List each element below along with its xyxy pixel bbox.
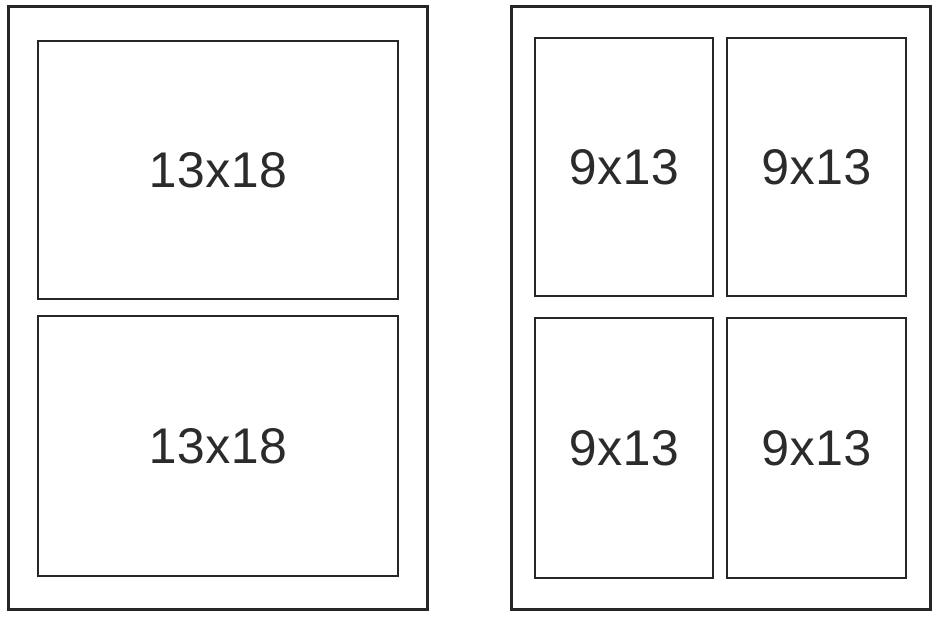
frame-outline-two-openings: 13x18 13x18 [7,5,429,611]
opening-size-label: 9x13 [568,420,680,476]
opening-size-label: 13x18 [148,142,288,198]
opening-size-label: 9x13 [568,139,680,195]
opening-size-label: 13x18 [148,418,288,474]
opening-9x13-top-right: 9x13 [726,37,907,297]
opening-9x13-top-left: 9x13 [534,37,714,297]
frame-outline-four-openings: 9x13 9x13 9x13 9x13 [510,5,932,611]
opening-size-label: 9x13 [761,420,872,476]
opening-9x13-bottom-right: 9x13 [726,317,907,579]
opening-size-label: 9x13 [761,139,872,195]
opening-13x18-top: 13x18 [37,40,399,300]
opening-13x18-bottom: 13x18 [37,315,399,577]
opening-9x13-bottom-left: 9x13 [534,317,714,579]
